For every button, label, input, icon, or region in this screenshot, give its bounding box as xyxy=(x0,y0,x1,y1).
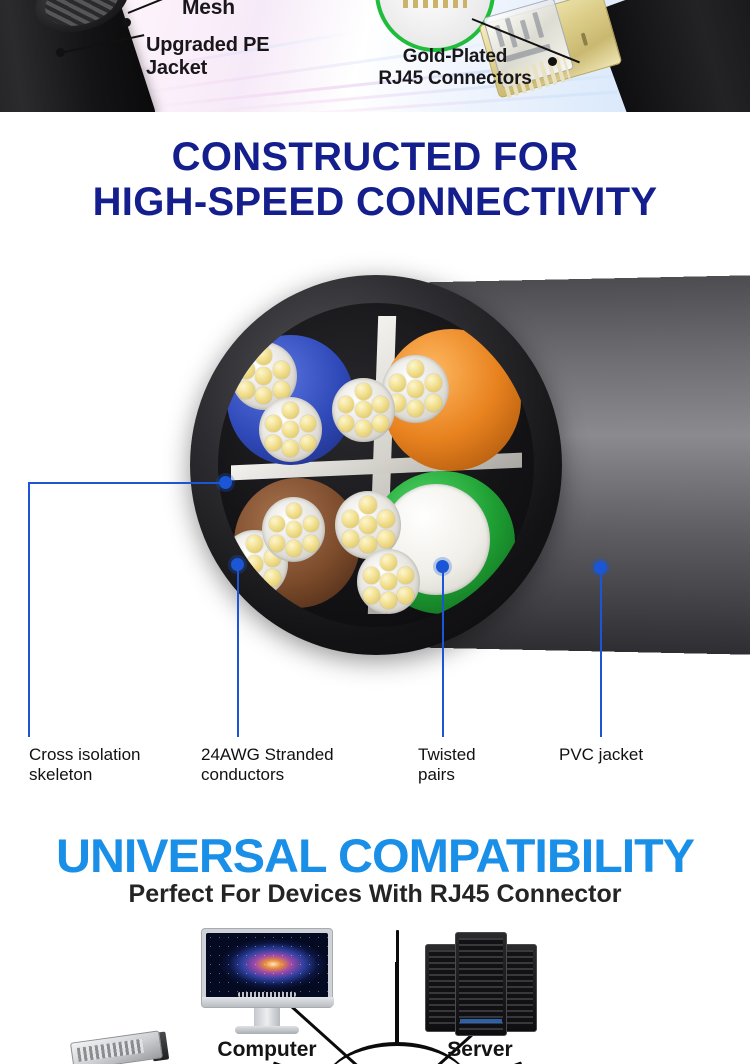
server-device-image xyxy=(425,930,537,1036)
callout-cross-isolation-skeleton: Cross isolation skeleton xyxy=(29,745,141,785)
leader-dot-24awg xyxy=(231,558,244,571)
top-banner: Mesh Upgraded PE Jacket Gold-Plated RJ45… xyxy=(0,0,750,112)
leader-dot-pvc-jacket xyxy=(594,561,607,574)
cable-outer-jacket xyxy=(190,275,562,655)
leader-line-24awg xyxy=(237,564,239,737)
callout-24awg-stranded-conductors: 24AWG Stranded conductors xyxy=(201,745,334,785)
label-upgraded-pe-jacket: Upgraded PE Jacket xyxy=(146,34,270,80)
headline-line-1: CONSTRUCTED FOR xyxy=(171,135,579,179)
leader-line-cross-isolation xyxy=(28,482,224,484)
conductor xyxy=(262,497,326,563)
conductor xyxy=(259,396,323,462)
compatibility-subtitle: Perfect For Devices With RJ45 Connector xyxy=(128,880,622,908)
device-label-computer: Computer xyxy=(217,1038,317,1061)
conductor xyxy=(230,341,297,410)
device-label-server: Server xyxy=(447,1038,513,1061)
label-gold-plated-rj45: Gold-Plated RJ45 Connectors xyxy=(378,46,532,90)
computer-device-image xyxy=(201,928,334,1036)
section-headline: CONSTRUCTED FOR HIGH-SPEED CONNECTIVITY xyxy=(0,135,750,225)
leader-line-twisted-pairs xyxy=(442,566,444,737)
leader-line-mesh xyxy=(127,0,185,14)
callout-pvc-jacket: PVC jacket xyxy=(559,745,644,764)
leader-dot-cross-isolation xyxy=(219,476,232,489)
conductor xyxy=(334,490,402,559)
cable-cross-section-figure: Cross isolation skeleton 24AWG Stranded … xyxy=(0,255,750,784)
leader-line-cross-isolation-down xyxy=(28,482,30,737)
label-mesh: Mesh xyxy=(182,0,235,19)
leader-dot-rj45 xyxy=(548,57,557,66)
cable-interior xyxy=(218,303,534,627)
leader-dot-pe-jacket xyxy=(56,48,65,57)
callout-twisted-pairs: Twisted pairs xyxy=(418,745,476,785)
leader-dot-mesh xyxy=(122,18,131,27)
leader-dot-twisted-pairs xyxy=(436,560,449,573)
conductor xyxy=(357,549,421,615)
conductor xyxy=(331,377,395,443)
headline-line-2: HIGH-SPEED CONNECTIVITY xyxy=(92,179,658,224)
leader-line-pvc-jacket xyxy=(600,567,602,737)
compatibility-title: UNIVERSAL COMPATIBILITY xyxy=(56,829,695,882)
connector-ray xyxy=(396,930,399,1046)
